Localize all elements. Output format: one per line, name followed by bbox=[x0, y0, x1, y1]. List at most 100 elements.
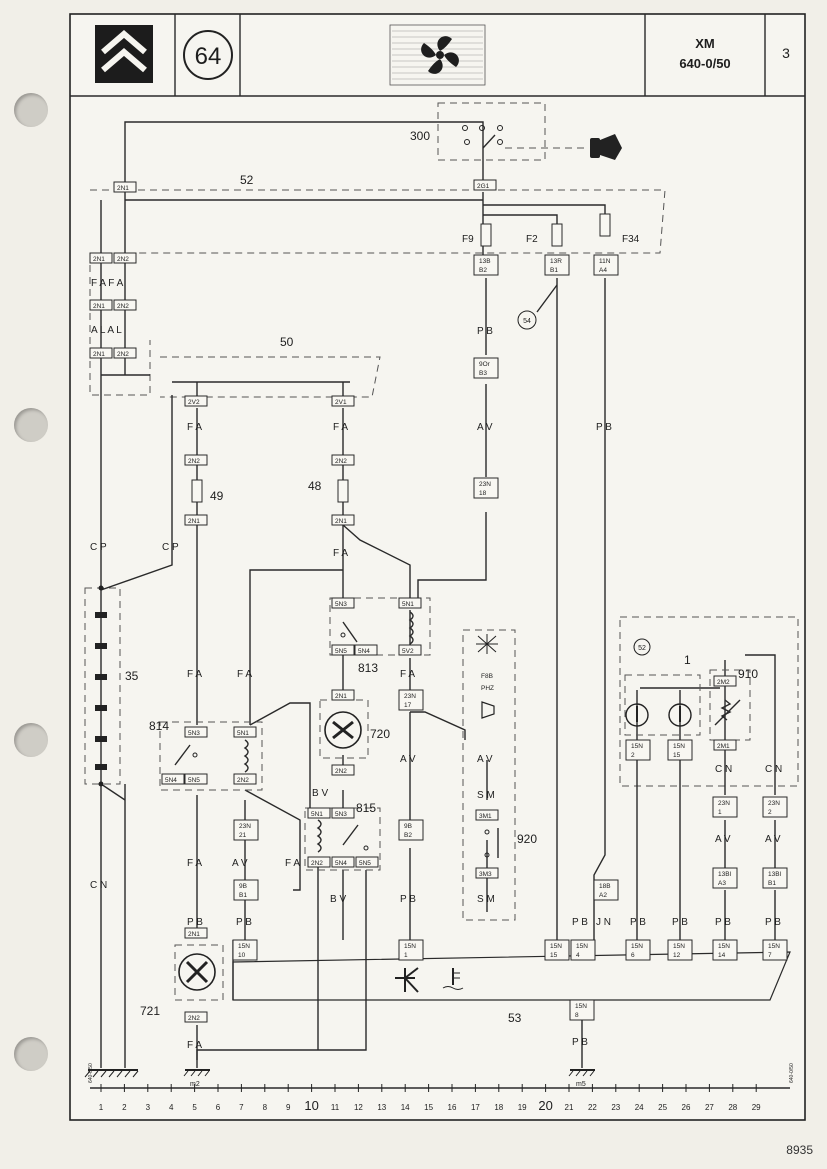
conn-5n3-813: 5N3 bbox=[335, 601, 347, 608]
coolant-temp-icon bbox=[625, 703, 649, 727]
ground-m5-label: m5 bbox=[576, 1081, 586, 1088]
wire-label-pb-6: P B bbox=[572, 917, 588, 928]
unit-920: F8B PHZ bbox=[476, 634, 499, 858]
label-815: 815 bbox=[356, 801, 376, 815]
column-number: 15 bbox=[424, 1103, 433, 1112]
page-number-circle bbox=[183, 30, 233, 80]
wire-label-fa-7: F A bbox=[187, 858, 202, 869]
conn-11n-bot: A4 bbox=[599, 267, 607, 274]
sensor-group: 52 bbox=[624, 638, 751, 741]
conn-15n-6-bot: 6 bbox=[631, 952, 635, 959]
fuse-49 bbox=[191, 479, 203, 503]
column-number: 20 bbox=[538, 1098, 552, 1113]
conn-2n1-49: 2N1 bbox=[188, 518, 200, 525]
conn-15n-12-top: 15N bbox=[673, 943, 685, 950]
label-f34: F34 bbox=[622, 234, 640, 245]
conn-23n-21-bot: 21 bbox=[239, 832, 247, 839]
conn-5n3-815: 5N3 bbox=[335, 811, 347, 818]
wire-label-cp-2: C P bbox=[162, 542, 179, 553]
conn-5n3-814: 5N3 bbox=[188, 730, 200, 737]
conn-23n-21-top: 23N bbox=[239, 823, 251, 830]
conn-5n4-814: 5N4 bbox=[165, 777, 177, 784]
ground-m2 bbox=[183, 1069, 210, 1077]
conn-9b-b1-bot: B1 bbox=[239, 892, 247, 899]
conn-2n2-720: 2N2 bbox=[335, 768, 347, 775]
conn-23n-17-top: 23N bbox=[404, 693, 416, 700]
wire-label-pb-3: P B bbox=[400, 894, 416, 905]
ground-left bbox=[84, 1069, 139, 1078]
column-number: 14 bbox=[401, 1103, 410, 1112]
column-number: 11 bbox=[331, 1103, 340, 1112]
conn-5n2-814: 2N2 bbox=[237, 777, 249, 784]
fuse-48 bbox=[337, 479, 349, 503]
column-number: 10 bbox=[304, 1098, 318, 1113]
column-number: 24 bbox=[635, 1103, 644, 1112]
ignition-outline bbox=[437, 102, 546, 161]
wire-label-av-2: A V bbox=[400, 754, 416, 765]
conn-2n1-720: 2N1 bbox=[335, 693, 347, 700]
wire-label-fa-8: F A bbox=[285, 858, 300, 869]
label-813: 813 bbox=[358, 661, 378, 675]
conn-23n-1-top: 23N bbox=[718, 800, 730, 807]
label-harness-50: 50 bbox=[280, 335, 294, 349]
wire-label-fa-6: F A bbox=[400, 669, 415, 680]
fuse-f34 bbox=[599, 213, 611, 237]
wires bbox=[100, 121, 776, 1068]
column-number: 28 bbox=[728, 1103, 737, 1112]
conn-18b-bot: A2 bbox=[599, 892, 607, 899]
label-910: 910 bbox=[738, 667, 758, 681]
label-721: 721 bbox=[140, 1004, 160, 1018]
ground-m5 bbox=[568, 1069, 595, 1077]
conn-13bl-b1-top: 13Bl bbox=[768, 871, 782, 878]
column-number: 7 bbox=[239, 1103, 244, 1112]
column-number: 22 bbox=[588, 1103, 597, 1112]
conn-9or-bot: B3 bbox=[479, 370, 487, 377]
conn-2n2-48: 2N2 bbox=[335, 458, 347, 465]
label-35: 35 bbox=[125, 669, 139, 683]
fuse-f2 bbox=[551, 223, 563, 247]
conn-2n1-c: 2N1 bbox=[93, 351, 105, 358]
thermometer-icon bbox=[668, 703, 692, 727]
unit-920-text-1: F8B bbox=[481, 673, 493, 680]
conn-15n-1-top: 15N bbox=[404, 943, 416, 950]
conn-13r-bot: B1 bbox=[550, 267, 558, 274]
wire-label-fa-5: F A bbox=[237, 669, 252, 680]
conn-5v2: 5V2 bbox=[402, 648, 414, 655]
wire-label-sm: J N bbox=[596, 917, 611, 928]
wire-label-bv-2: S M bbox=[477, 894, 495, 905]
column-number: 27 bbox=[705, 1103, 714, 1112]
footer-code: 8935 bbox=[786, 1143, 813, 1157]
conn-15n-8-bot: 8 bbox=[575, 1012, 579, 1019]
resistor-35-outline bbox=[84, 587, 121, 785]
conn-9b-b2-bot: B2 bbox=[404, 832, 412, 839]
wire-label-pb-9: P B bbox=[715, 917, 731, 928]
column-number: 21 bbox=[565, 1103, 574, 1112]
column-number: 18 bbox=[494, 1103, 503, 1112]
sensor-group-outline bbox=[619, 616, 799, 787]
side-code: 640-0/50 bbox=[789, 1063, 795, 1083]
wire-label-av-1: A V bbox=[477, 422, 493, 433]
wire-label-jn-2: C N bbox=[765, 764, 782, 775]
fuse-f9 bbox=[480, 223, 492, 247]
conn-2n1-top: 2N1 bbox=[117, 185, 129, 192]
column-number: 4 bbox=[169, 1103, 174, 1112]
harness-52-outline bbox=[90, 189, 666, 254]
label-920: 920 bbox=[517, 832, 537, 846]
column-number: 2 bbox=[122, 1103, 127, 1112]
wire-label-cp: C P bbox=[90, 542, 107, 553]
label-300: 300 bbox=[410, 129, 430, 143]
wire-label-fafa-2: B V bbox=[330, 894, 346, 905]
conn-23n-2-bot: 2 bbox=[768, 809, 772, 816]
conn-2n2-c: 2N2 bbox=[117, 351, 129, 358]
conn-9b-b1-top: 9B bbox=[239, 883, 247, 890]
harness-50-outline bbox=[160, 356, 381, 398]
label-harness-53: 53 bbox=[508, 1011, 522, 1025]
binder-hole bbox=[14, 93, 48, 127]
wire-label-bv-1: S M bbox=[477, 790, 495, 801]
conn-2n2-b: 2N2 bbox=[117, 303, 129, 310]
brand-logo bbox=[95, 25, 153, 83]
conn-9b-b2-top: 9B bbox=[404, 823, 412, 830]
column-number: 25 bbox=[658, 1103, 667, 1112]
conn-2n2-49: 2N2 bbox=[188, 458, 200, 465]
